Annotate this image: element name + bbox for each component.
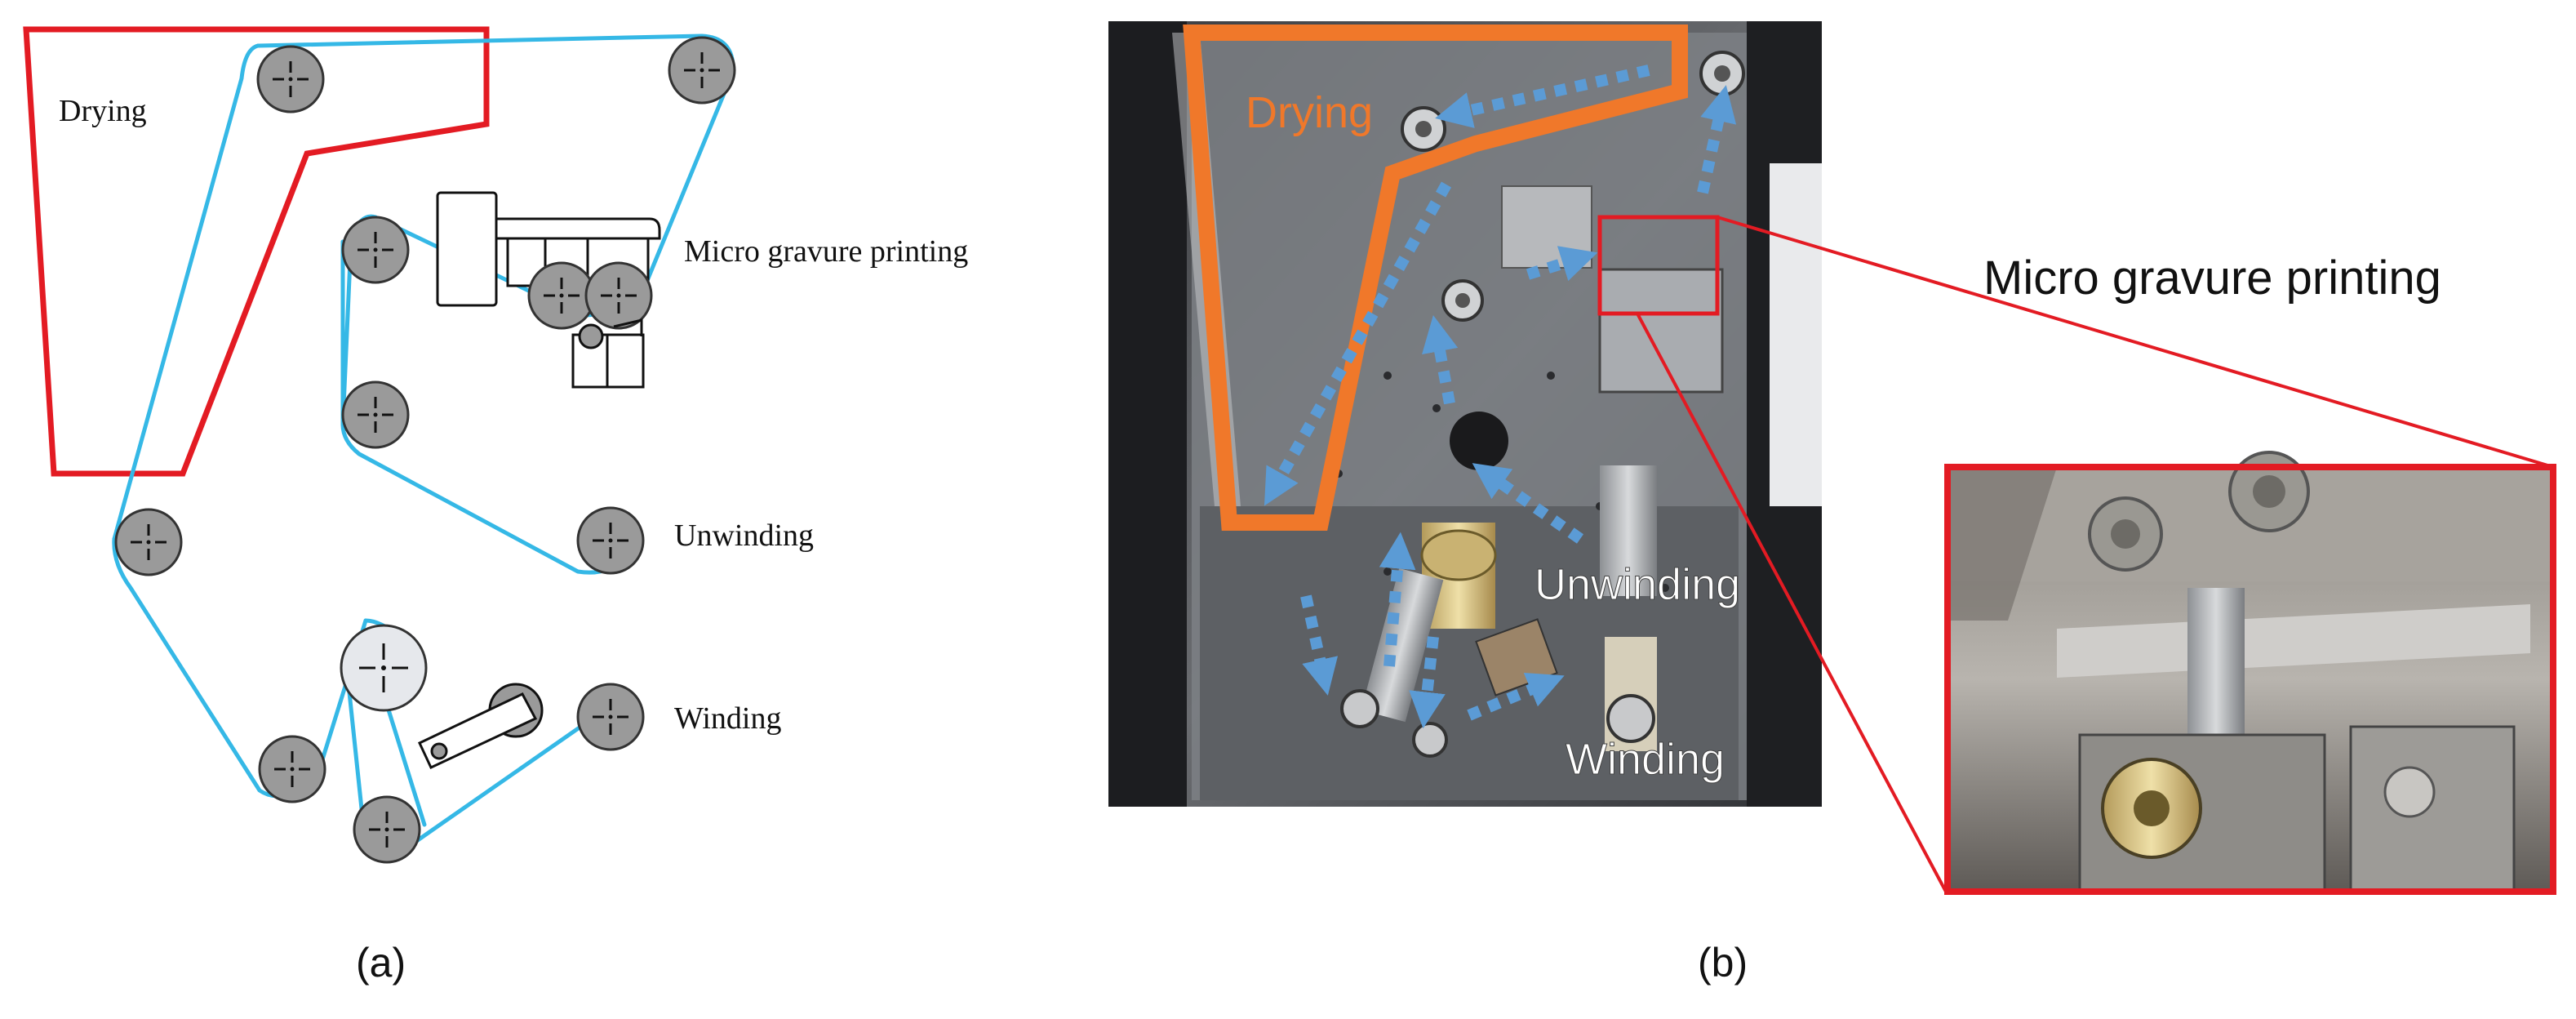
dashed-arrow-icon xyxy=(1264,181,1452,506)
roller-icon xyxy=(576,683,645,751)
roller-icon xyxy=(353,795,421,864)
callout-line xyxy=(1717,216,2554,469)
roller-icon xyxy=(341,216,410,284)
caption-b: (b) xyxy=(1698,940,1748,986)
tension-arm-icon xyxy=(418,683,544,769)
winding-photo-label: Winding xyxy=(1566,735,1725,784)
roller-icon xyxy=(258,735,326,803)
drying-zone-outline-photo xyxy=(1183,24,1688,531)
machine-photo xyxy=(1108,21,1822,807)
roller-icon xyxy=(256,45,325,113)
unwinding-photo-label: Unwinding xyxy=(1534,560,1740,609)
callout-line xyxy=(1636,313,1948,892)
dashed-arrow-icon xyxy=(1472,463,1584,544)
dashed-arrow-icon xyxy=(1300,594,1339,696)
dashed-arrow-icon xyxy=(1526,246,1598,282)
dashed-arrow-icon xyxy=(1697,85,1737,194)
roller-icon xyxy=(114,508,183,576)
panel-a: Drying Micro gravure printing Unwinding … xyxy=(23,26,968,986)
roller-icon xyxy=(668,36,736,105)
drying-label: Drying xyxy=(59,94,147,128)
zoom-inset-photo xyxy=(1948,451,2553,893)
highlight-box xyxy=(1597,215,1720,316)
unwinding-label: Unwinding xyxy=(674,518,814,553)
flow-arrows xyxy=(1264,65,1737,729)
micro-gravure-photo-label: Micro gravure printing xyxy=(1983,251,2441,305)
caption-a: (a) xyxy=(356,940,406,986)
roller-icon xyxy=(341,380,410,449)
roller-icon xyxy=(527,261,596,330)
ink-tank-icon xyxy=(571,318,645,389)
winding-drum-icon xyxy=(340,624,428,712)
roller-icon xyxy=(584,261,653,330)
micro-gravure-label: Micro gravure printing xyxy=(684,234,968,269)
zoom-inset-frame xyxy=(1944,464,2556,895)
roller-icon xyxy=(576,506,645,575)
dashed-arrow-icon xyxy=(1467,672,1565,721)
panel-b: Drying Unwinding Winding Micro gravure p… xyxy=(1108,21,2556,986)
winding-label: Winding xyxy=(674,701,781,736)
drying-zone-outline xyxy=(23,26,490,477)
drying-photo-label: Drying xyxy=(1246,88,1373,137)
